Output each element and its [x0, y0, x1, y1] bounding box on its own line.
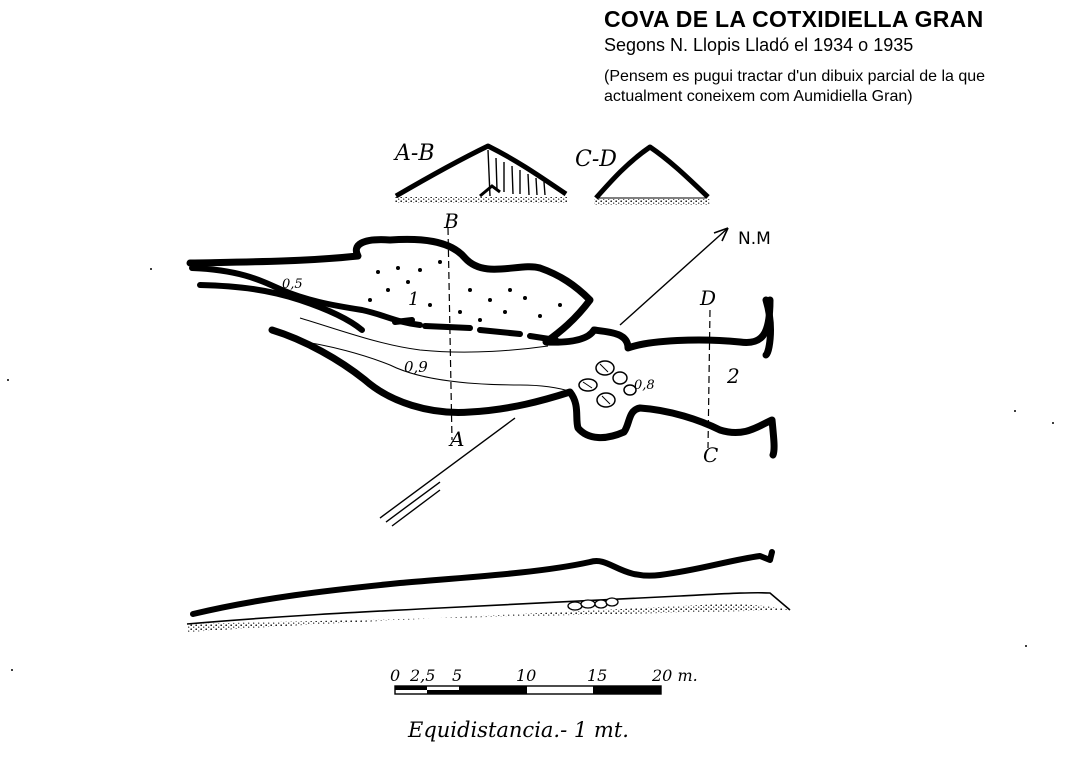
map-subtitle: Segons N. Llopis Lladó el 1934 o 1935 — [604, 35, 914, 55]
section-ab-label: A-B — [393, 141, 435, 166]
scale-bar: 0 2,5 5 10 15 20 m. Equidistancia.- 1 mt… — [390, 666, 698, 742]
scale-tick-2: 5 — [452, 666, 462, 685]
room-2-label: 2 — [726, 364, 740, 388]
map-title: COVA DE LA COTXIDIELLA GRAN — [604, 6, 984, 32]
depth-label-b: 0,9 — [404, 358, 428, 376]
depth-label-a: 0,5 — [282, 277, 303, 292]
note-line-1: (Pensem es pugui tractar d'un dibuix par… — [604, 68, 986, 85]
equidistance-label: Equidistancia.- 1 mt. — [407, 718, 629, 742]
north-label: N.M — [738, 229, 771, 249]
depth-label-c: 0,8 — [634, 378, 655, 393]
cave-profile — [186, 549, 791, 632]
scale-tick-1: 2,5 — [409, 666, 435, 685]
room-1-label: 1 — [408, 289, 419, 310]
scale-tick-5: 20 m. — [651, 666, 698, 685]
map-note: (Pensem es pugui tractar d'un dibuix par… — [604, 67, 1074, 107]
section-cd-label: C-D — [575, 147, 617, 172]
cave-plan: B A D C 1 2 0,5 0,9 0,8 N.M — [186, 209, 778, 527]
note-line-2: actualment coneixem com Aumidiella Gran) — [604, 88, 913, 105]
scale-tick-0: 0 — [390, 666, 400, 685]
scale-tick-4: 15 — [587, 666, 607, 685]
marker-d: D — [699, 286, 716, 310]
marker-a: A — [448, 427, 464, 451]
marker-b: B — [443, 209, 459, 233]
marker-c: C — [703, 443, 718, 467]
scale-tick-3: 10 — [516, 666, 536, 685]
section-cd: C-D — [575, 144, 710, 205]
section-ab: A-B — [393, 141, 568, 203]
